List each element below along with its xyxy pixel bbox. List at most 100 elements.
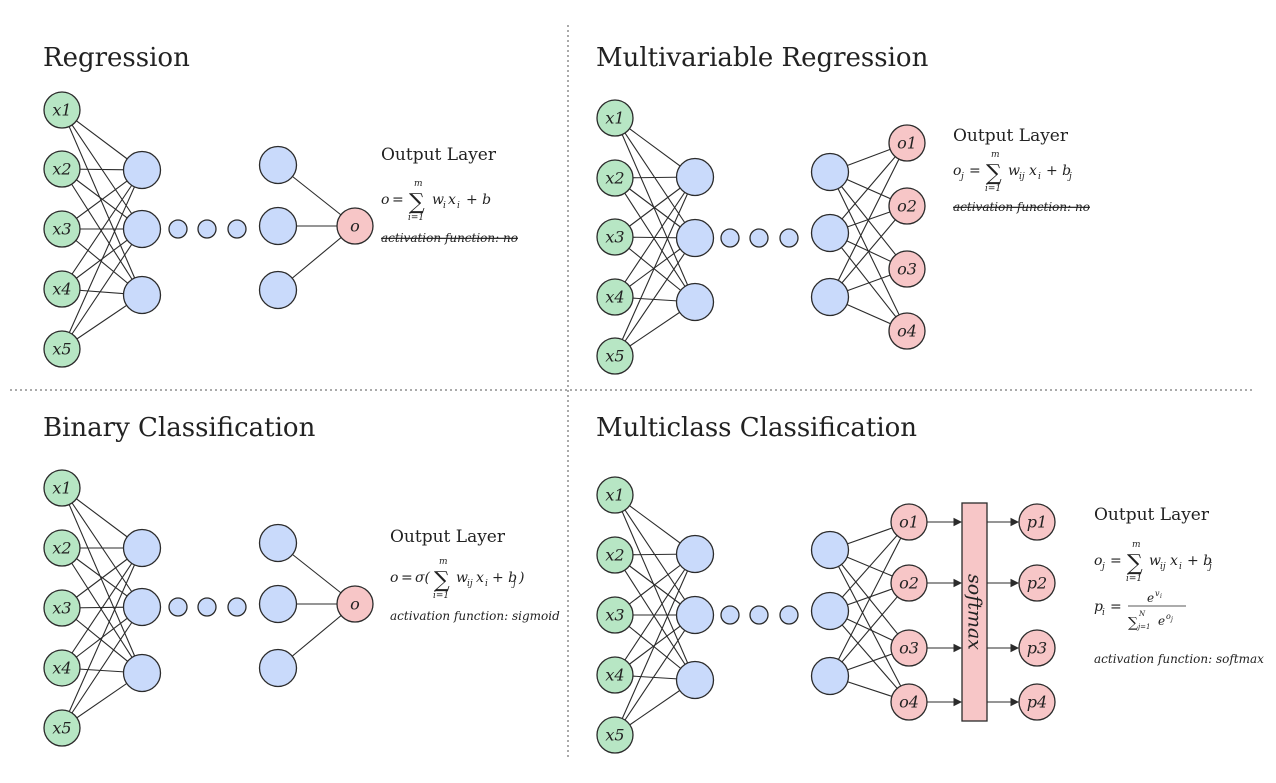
- ellipsis-dot: [720, 605, 740, 625]
- connection-line: [614, 176, 696, 298]
- svg-text:p: p: [1094, 599, 1103, 615]
- input-node-label: x1: [605, 109, 624, 128]
- svg-text:i=1: i=1: [1126, 574, 1142, 584]
- output-node-o4: [888, 312, 926, 350]
- output-layer-title: Output Layer: [1094, 505, 1210, 525]
- output-node-label: o4: [899, 693, 919, 712]
- ellipsis-dot: [227, 597, 247, 617]
- input-node-x3: [596, 218, 634, 256]
- connection-line: [829, 142, 908, 234]
- output-node-o: [336, 207, 374, 245]
- svg-text:m: m: [991, 150, 1000, 160]
- ellipsis-dot: [749, 228, 769, 248]
- connection-line: [61, 547, 143, 674]
- output-node-o2: [888, 187, 926, 225]
- hidden-node-layer2: [258, 145, 298, 185]
- svg-text:i: i: [457, 201, 460, 211]
- ellipsis-dot: [168, 219, 188, 239]
- panel-title-binary-classification: Binary Classification: [43, 413, 316, 443]
- hidden-node-layer2: [810, 277, 850, 317]
- input-node-label: x3: [52, 599, 71, 618]
- output-layer-title: Output Layer: [953, 126, 1069, 146]
- activation-function-label: activation function: softmax: [1094, 652, 1264, 666]
- output-formula: o = σ( m ∑ i=1 w ij x i + b j ): [390, 557, 524, 601]
- input-node-label: x4: [605, 288, 624, 307]
- activation-function-label: activation function: no: [381, 231, 518, 245]
- input-node-x4: [596, 656, 634, 694]
- input-node-x5: [43, 330, 81, 368]
- probability-node-label: p2: [1027, 574, 1047, 593]
- hidden-node-layer2: [810, 530, 850, 570]
- output-node-label: o: [350, 595, 360, 614]
- svg-text:w: w: [456, 570, 468, 586]
- svg-text:i: i: [1038, 172, 1041, 182]
- output-layer-annotation-multiclass: Output Layer o j = m ∑ i=1 w ij x i + b …: [1094, 505, 1264, 666]
- svg-text:e: e: [1147, 591, 1154, 605]
- svg-text:=: =: [1110, 553, 1122, 569]
- svg-text:i: i: [1102, 608, 1105, 618]
- output-node-label: o: [350, 217, 360, 236]
- connection-line: [829, 582, 910, 677]
- svg-text:i: i: [1160, 593, 1162, 600]
- output-node-label: o3: [897, 260, 917, 279]
- connection-line: [829, 610, 910, 703]
- svg-text:m: m: [1132, 540, 1141, 550]
- probability-node-p1: [1018, 503, 1056, 541]
- svg-text:=: =: [1110, 599, 1122, 615]
- input-node-label: x5: [52, 719, 71, 738]
- connection-line: [61, 168, 143, 296]
- svg-text:∑: ∑: [986, 161, 1002, 186]
- connection-line: [829, 232, 908, 332]
- activation-function-label: activation function: sigmoid: [390, 609, 560, 623]
- input-node-x5: [43, 709, 81, 747]
- svg-text:o: o: [1166, 612, 1171, 621]
- input-node-x2: [596, 159, 634, 197]
- output-node-label: o3: [899, 639, 919, 658]
- hidden-node-layer2: [810, 656, 850, 696]
- hidden-node-layer2: [258, 270, 298, 310]
- ellipsis-dot: [227, 219, 247, 239]
- softmax-label: softmax: [964, 574, 986, 650]
- input-node-x1: [43, 91, 81, 129]
- input-node-label: x1: [52, 101, 71, 120]
- svg-text:j: j: [1067, 172, 1072, 182]
- input-node-label: x3: [605, 228, 624, 247]
- svg-text:j=1: j=1: [1136, 623, 1151, 631]
- connection-line: [614, 614, 696, 736]
- svg-text:ij: ij: [467, 579, 473, 589]
- svg-text:i: i: [443, 201, 446, 211]
- output-node-label: o1: [897, 134, 917, 153]
- input-node-x4: [596, 278, 634, 316]
- hidden-node-layer1: [122, 150, 162, 190]
- input-node-x3: [43, 589, 81, 627]
- input-node-x3: [596, 596, 634, 634]
- connection-line: [61, 228, 143, 350]
- svg-text:i=1: i=1: [408, 213, 424, 223]
- probability-node-label: p3: [1027, 639, 1047, 658]
- svg-text:o: o: [381, 192, 389, 208]
- hidden-node-layer2: [810, 152, 850, 192]
- output-formula: o j = m ∑ i=1 w ij x i + b j: [1094, 540, 1212, 584]
- probability-node-p3: [1018, 629, 1056, 667]
- svg-text:σ(: σ(: [415, 570, 431, 586]
- svg-text:∑: ∑: [1127, 551, 1143, 576]
- hidden-node-layer1: [122, 528, 162, 568]
- hidden-node-layer1: [675, 282, 715, 322]
- input-node-label: x3: [52, 220, 71, 239]
- hidden-node-layer1: [122, 275, 162, 315]
- svg-text:+ b: + b: [1046, 163, 1071, 179]
- input-node-x5: [596, 337, 634, 375]
- probability-node-p2: [1018, 564, 1056, 602]
- svg-text:v: v: [1155, 589, 1160, 598]
- panel-title-multivariable-regression: Multivariable Regression: [596, 43, 929, 73]
- ellipsis-dot: [168, 597, 188, 617]
- connection-line: [829, 521, 910, 612]
- output-layer-annotation-regression: Output Layer o = m ∑ i=1 w i x i + b act…: [381, 145, 518, 245]
- svg-text:ij: ij: [1019, 172, 1025, 182]
- hidden-node-layer2: [258, 648, 298, 688]
- connection-line: [614, 176, 696, 357]
- input-node-x2: [596, 536, 634, 574]
